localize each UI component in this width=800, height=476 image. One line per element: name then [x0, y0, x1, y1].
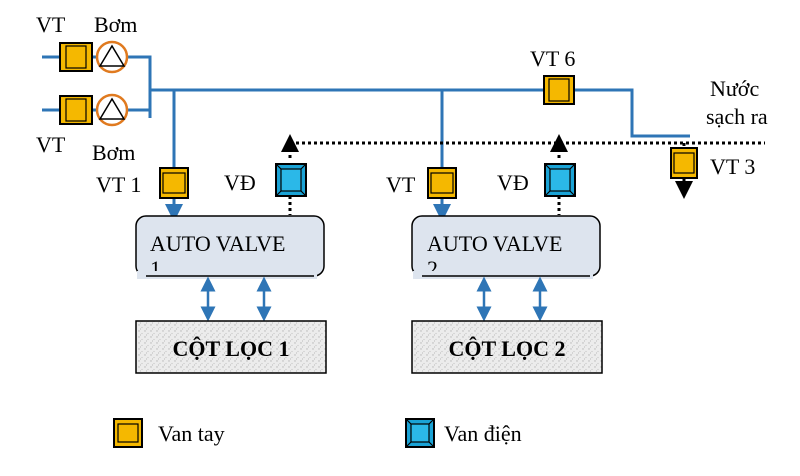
auto-valve-1-clip	[137, 271, 317, 279]
legend-electric-valve-label: Van điện	[444, 421, 522, 446]
label-vt-bottom: VT	[36, 132, 66, 157]
auto-valve-1-label: AUTO VALVE	[150, 231, 286, 256]
legend-manual-valve-icon	[113, 418, 143, 448]
manual-valve-bottom[interactable]	[59, 95, 93, 125]
label-vt3: VT 3	[710, 154, 755, 179]
label-vt-top: VT	[36, 12, 66, 37]
electric-valve-vd1[interactable]	[275, 163, 307, 197]
main-header-pipe	[150, 88, 690, 138]
label-nuoc-line1: Nước	[710, 76, 759, 101]
auto-valve-2-sub: 2	[427, 256, 438, 281]
electric-valve-vd2[interactable]	[544, 163, 576, 197]
connectors	[200, 276, 548, 322]
auto-valve-1-sub: 1	[150, 256, 161, 281]
manual-valve-vt3[interactable]	[670, 147, 698, 179]
auto-valve-1[interactable]: AUTO VALVE 1	[135, 215, 325, 281]
label-vt1: VT 1	[96, 172, 141, 197]
manual-valve-vt2[interactable]	[427, 167, 457, 199]
auto-valve-2-label: AUTO VALVE	[427, 231, 563, 256]
label-vt6: VT 6	[530, 46, 575, 71]
filter-column-2[interactable]: CỘT LỌC 2	[411, 320, 603, 374]
pump-top-icon[interactable]	[95, 40, 129, 74]
label-vt2: VT	[386, 172, 416, 197]
auto-valve-2-clip	[413, 271, 593, 279]
auto-valve-2[interactable]: AUTO VALVE 2	[411, 215, 601, 281]
pump-bottom-icon[interactable]	[95, 93, 129, 127]
label-vd1: VĐ	[224, 170, 256, 195]
manual-valve-vt6[interactable]	[543, 75, 575, 105]
manual-valve-vt1[interactable]	[159, 167, 189, 199]
legend: Van tay Van điện	[113, 418, 522, 448]
label-bom-bottom: Bơm	[92, 140, 135, 165]
legend-electric-valve-icon	[405, 418, 435, 448]
filter-column-2-label: CỘT LỌC 2	[449, 336, 566, 361]
filter-column-1[interactable]: CỘT LỌC 1	[135, 320, 327, 374]
filter-column-1-label: CỘT LỌC 1	[173, 336, 290, 361]
label-bom-top: Bơm	[94, 12, 137, 37]
label-vd2: VĐ	[497, 170, 529, 195]
legend-manual-valve-label: Van tay	[158, 421, 225, 446]
manual-valve-top[interactable]	[59, 42, 93, 72]
label-nuoc-line2: sạch ra	[706, 104, 768, 129]
